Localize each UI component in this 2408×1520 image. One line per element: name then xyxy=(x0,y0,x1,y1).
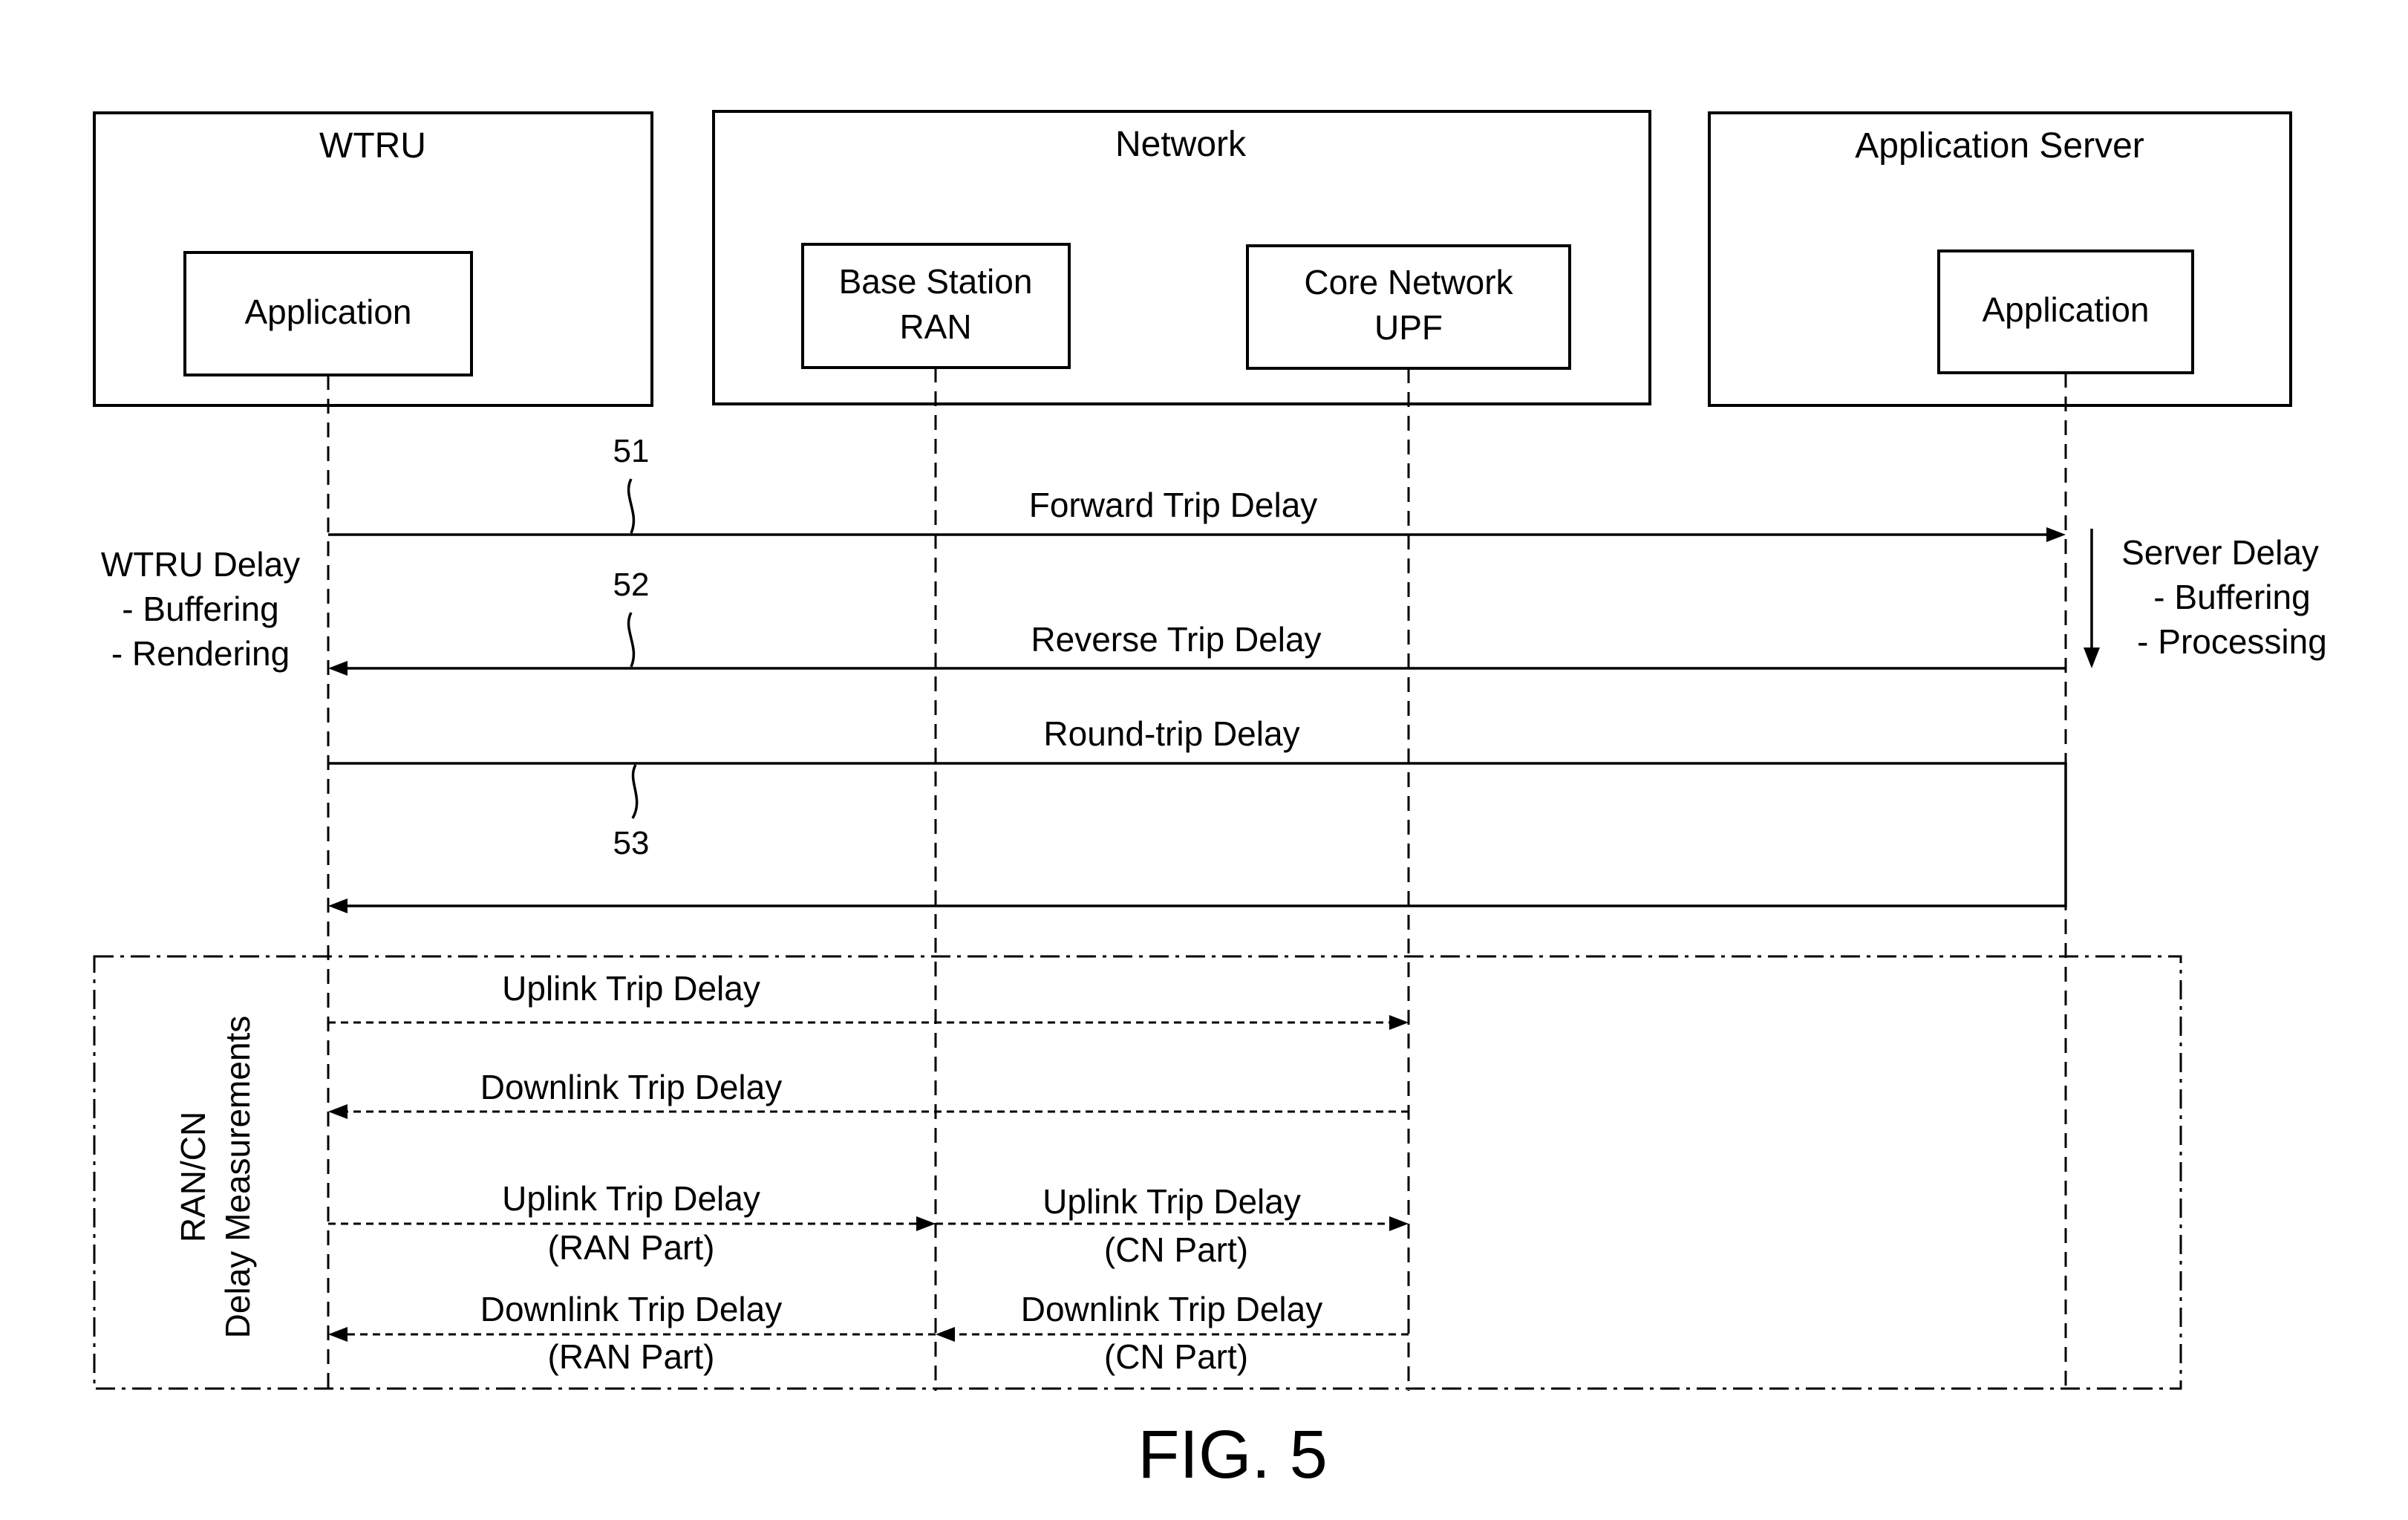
wtru-delay-rendering: - Rendering xyxy=(111,634,290,673)
application-server-box xyxy=(1708,111,2292,407)
server-delay-title: Server Delay xyxy=(2121,533,2319,572)
downlink-ran-arrowhead xyxy=(328,1327,348,1342)
uplink-cn-label-line1: Uplink Trip Delay xyxy=(1043,1182,1301,1221)
ref-53-leader xyxy=(631,764,639,819)
forward-trip-arrowhead xyxy=(2046,527,2066,542)
ref-52-leader xyxy=(627,612,636,668)
wtru-application-label: Application xyxy=(244,293,411,331)
ran-cn-measurement-section xyxy=(93,955,2182,1390)
uplink-ran-label-line1: Uplink Trip Delay xyxy=(502,1179,760,1218)
core-network-label-line1: Core Network xyxy=(1304,263,1513,301)
downlink-trip-label: Downlink Trip Delay xyxy=(480,1068,782,1106)
uplink-ran-arrowhead xyxy=(916,1216,936,1231)
network-box xyxy=(712,110,1651,405)
round-trip-arrowhead xyxy=(328,898,348,913)
wtru-box xyxy=(93,111,653,407)
uplink-trip-label: Uplink Trip Delay xyxy=(502,969,760,1008)
forward-trip-label: Forward Trip Delay xyxy=(1029,486,1318,524)
core-network-label-line2: UPF xyxy=(1374,308,1443,347)
downlink-trip-arrowhead xyxy=(328,1104,348,1119)
reverse-trip-arrowhead xyxy=(328,661,348,676)
figure-label: FIG. 5 xyxy=(1138,1417,1328,1493)
ref-53: 53 xyxy=(613,825,650,861)
server-delay-buffering: - Buffering xyxy=(2153,578,2310,616)
server-application-label: Application xyxy=(1982,290,2149,329)
downlink-cn-label-line1: Downlink Trip Delay xyxy=(1021,1290,1322,1328)
downlink-cn-label-line2: (CN Part) xyxy=(1104,1337,1248,1376)
wtru-title: WTRU xyxy=(319,126,426,166)
round-trip-label: Round-trip Delay xyxy=(1043,714,1299,753)
ref-52: 52 xyxy=(613,567,650,603)
round-trip-path xyxy=(328,762,2067,907)
network-title: Network xyxy=(1115,125,1247,164)
uplink-trip-arrowhead xyxy=(1389,1015,1409,1030)
reverse-trip-label: Reverse Trip Delay xyxy=(1031,620,1321,659)
measurement-section-label-line1: RAN/CN xyxy=(174,1112,212,1242)
downlink-ran-label-line2: (RAN Part) xyxy=(548,1337,715,1376)
server-delay-arrowhead xyxy=(2084,648,2100,668)
application-server-title: Application Server xyxy=(1855,126,2144,166)
wtru-delay-buffering: - Buffering xyxy=(122,590,278,628)
wtru-delay-title: WTRU Delay xyxy=(101,545,300,584)
ref-51-leader xyxy=(627,478,636,534)
uplink-ran-label-line2: (RAN Part) xyxy=(548,1228,715,1267)
server-delay-processing: - Processing xyxy=(2137,622,2327,661)
uplink-cn-label-line2: (CN Part) xyxy=(1104,1230,1248,1269)
base-station-label-line2: RAN xyxy=(899,307,971,346)
downlink-ran-label-line1: Downlink Trip Delay xyxy=(480,1290,782,1328)
base-station-label-line1: Base Station xyxy=(839,262,1033,301)
downlink-cn-arrowhead xyxy=(936,1327,955,1342)
measurement-section-label-line2: Delay Measurements xyxy=(218,1016,257,1339)
uplink-cn-arrowhead xyxy=(1389,1216,1409,1231)
ref-51: 51 xyxy=(613,433,650,469)
